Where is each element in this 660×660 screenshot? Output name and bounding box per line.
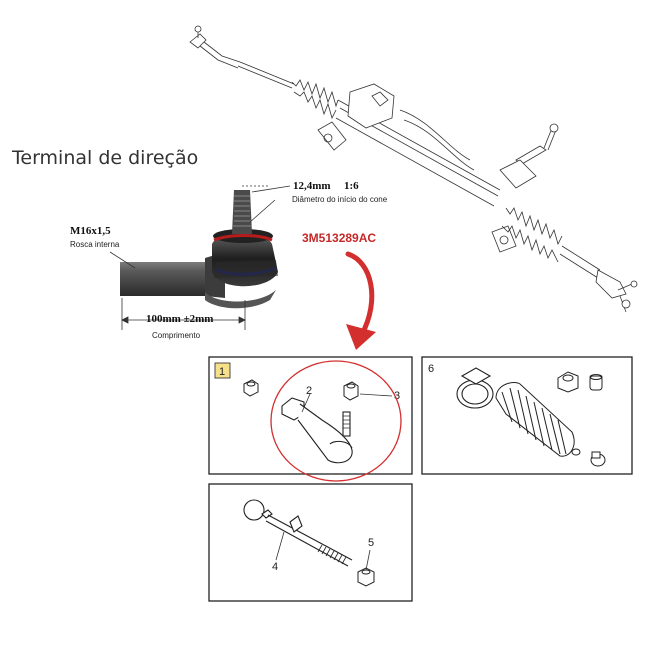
dimension-lines (109, 185, 291, 330)
left-bellows (291, 79, 339, 120)
steering-rack-drawing (189, 25, 638, 313)
thread-size: M16x1,5 (70, 225, 111, 237)
callout-2: 2 (306, 385, 312, 397)
parts-box-inner-rod (208, 483, 413, 602)
bushing-icon (589, 374, 603, 391)
small-clamp-icon (590, 451, 606, 467)
callout-5: 5 (368, 537, 374, 549)
right-bellows (501, 207, 563, 263)
callout-3: 3 (394, 390, 400, 402)
box-1-tag (214, 362, 231, 379)
nut-icon-small (243, 379, 259, 397)
cone-label: Diâmetro do início do cone (292, 195, 388, 204)
part-number: 3M513289AC (302, 231, 376, 245)
callout-6: 6 (428, 363, 434, 375)
cone-ratio: 1:6 (344, 180, 359, 192)
thread-type: Rosca interna (70, 240, 120, 249)
tie-rod-end-photo (120, 190, 278, 309)
jam-nut-icon (357, 567, 375, 587)
length-value: 100mm ±2mm (146, 313, 213, 325)
highlight-circle (270, 360, 402, 482)
red-arrow-head (346, 324, 376, 350)
cone-diameter: 12,4mm (293, 180, 331, 192)
callout-4: 4 (272, 561, 278, 573)
bellows-boot-icon (495, 382, 581, 457)
diagram-title: Terminal de direção (11, 147, 198, 169)
clamp-icon (456, 367, 494, 409)
outer-tie-rod-end-drawing (281, 397, 353, 464)
length-label: Comprimento (152, 331, 201, 340)
inner-tie-rod-drawing (243, 499, 353, 567)
nut-icon-box6 (557, 371, 579, 393)
box-1-tag-label: 1 (219, 366, 225, 378)
castle-nut-icon (343, 381, 359, 401)
red-arrow (345, 251, 375, 337)
